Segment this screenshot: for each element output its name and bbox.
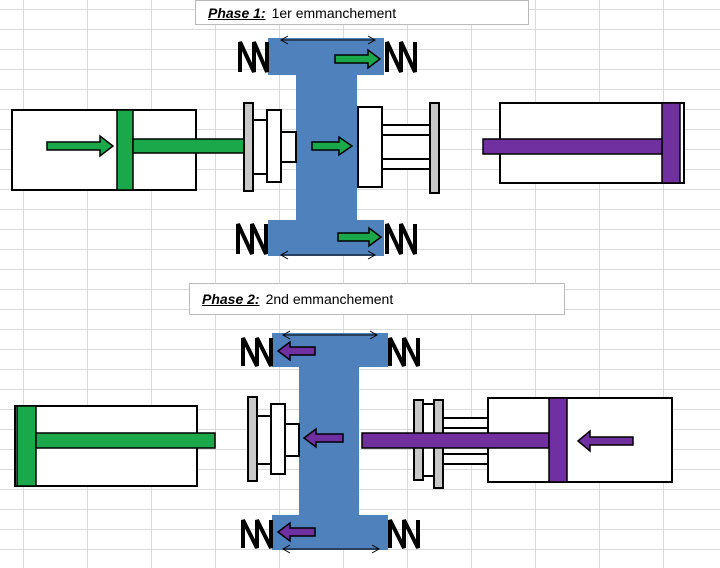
spring-icon (241, 519, 273, 549)
arrow-left-icon (302, 427, 344, 449)
phase2-green-rod (35, 432, 216, 449)
phase1-label: Phase 1: 1er emmanchement (195, 0, 529, 25)
spring-icon (388, 337, 420, 367)
phase2-title: Phase 2: (202, 291, 260, 307)
arrow-right-icon (337, 226, 383, 248)
phase2-dimension-marks (281, 330, 381, 554)
phase1-description: 1er emmanchement (271, 5, 397, 21)
phase1-right-part (357, 102, 440, 194)
phase2-purple-rod (361, 432, 550, 449)
phase2-springs (241, 337, 420, 549)
arrow-right-icon (46, 134, 115, 158)
spring-icon (236, 223, 268, 255)
spring-icon (388, 519, 420, 549)
phase1-title: Phase 1: (208, 5, 266, 21)
phase2-arrows (276, 340, 634, 543)
phase2-purple-piston (548, 397, 568, 483)
phase1-springs (236, 41, 417, 255)
phase2-diagram (14, 330, 673, 554)
phase1-purple-piston (661, 102, 681, 184)
spring-icon (241, 337, 273, 367)
phase2-description: 2nd emmanchement (265, 291, 394, 307)
phase2-left-part (247, 396, 300, 482)
arrow-right-icon (311, 135, 354, 157)
arrow-left-icon (276, 521, 316, 543)
arrow-left-icon (276, 340, 316, 362)
phase1-left-part (243, 102, 297, 192)
phase1-diagram (11, 35, 685, 260)
spring-icon (385, 41, 417, 73)
spring-icon (238, 41, 269, 73)
phase1-dimension-marks (279, 35, 377, 260)
phase1-green-piston (116, 109, 134, 191)
phase2-label: Phase 2: 2nd emmanchement (189, 283, 565, 315)
spring-icon (385, 223, 417, 255)
phase1-purple-rod (482, 138, 663, 155)
phase2-green-piston (16, 405, 37, 487)
arrow-left-icon (576, 429, 634, 453)
phase1-arrows (46, 48, 383, 248)
arrow-right-icon (334, 48, 382, 70)
